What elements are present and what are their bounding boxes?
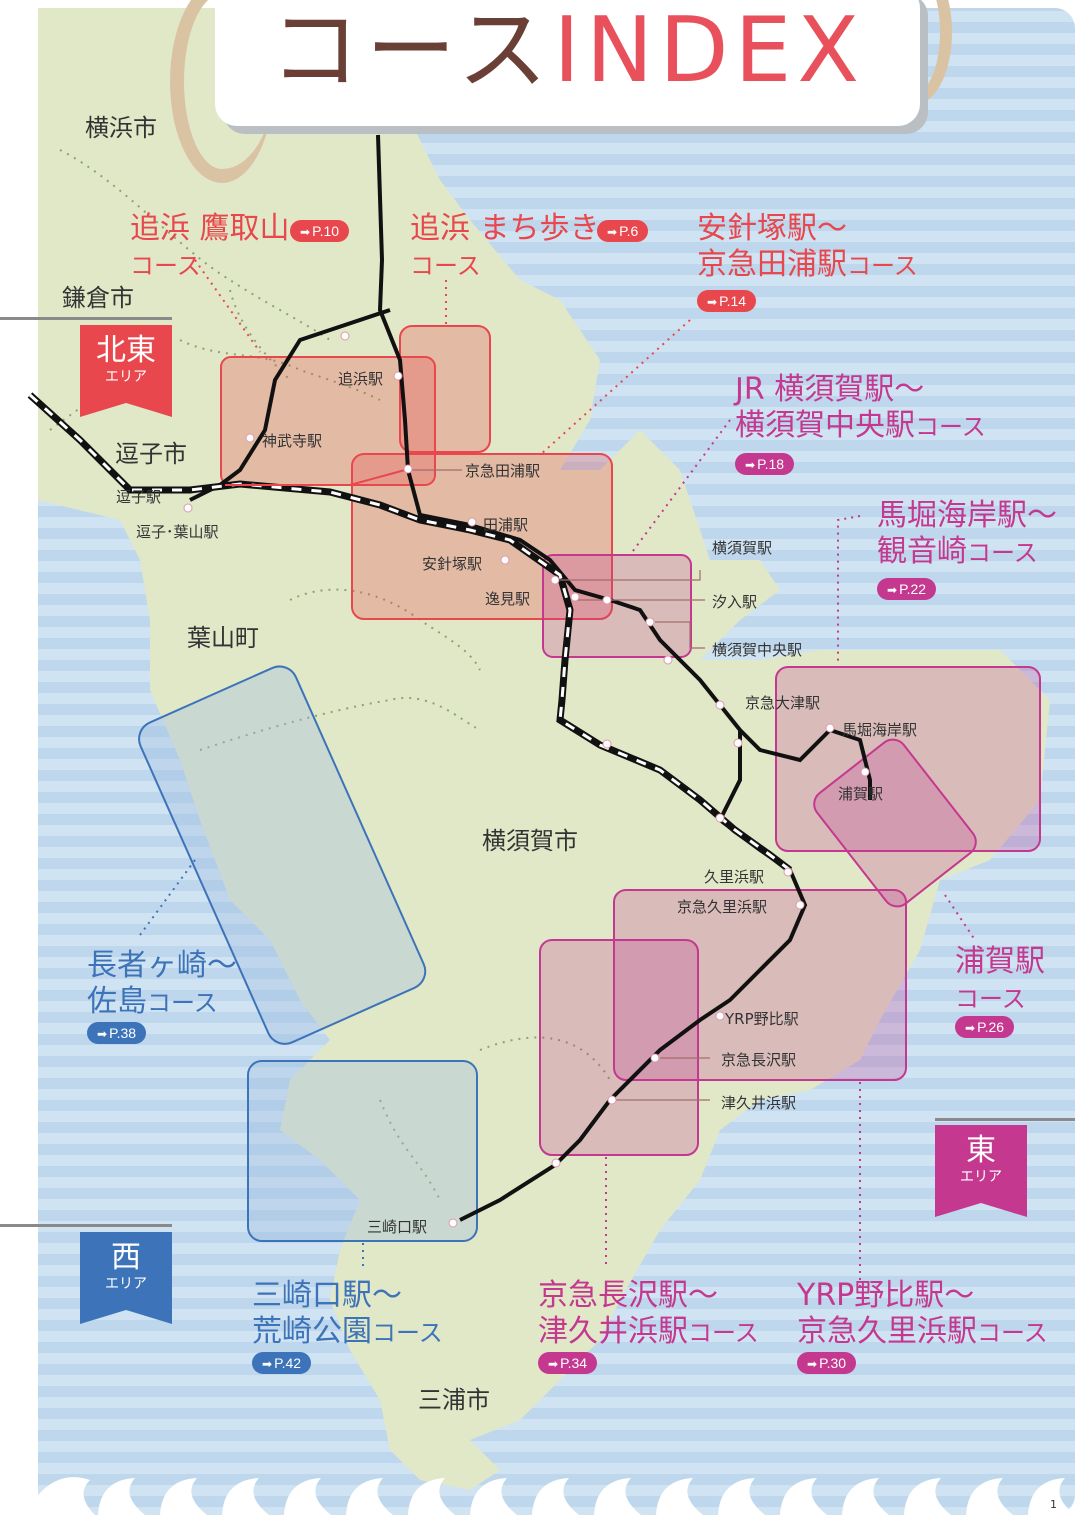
course-nagasawa-label[interactable]: 京急長沢駅～津久井浜駅コース [538,1278,759,1349]
station-zushi: 逗子駅 [116,488,162,506]
area-badge-northeast-bg [80,325,172,417]
city-miura: 三浦市 [418,1386,490,1414]
station-taura-keikyu: 京急田浦駅 [465,462,541,480]
station-yrp: YRP野比駅 [725,1010,799,1028]
page-link-yrp[interactable]: ➡P.30 [797,1352,857,1374]
station-uraga: 浦賀駅 [838,785,884,803]
course-takatoriyama-label[interactable]: 追浜 鷹取山コース [130,211,290,280]
area-badge-west: 西 エリア [105,1240,147,1292]
station-misakiguchi: 三崎口駅 [367,1218,428,1236]
station-nagasawa: 京急長沢駅 [721,1051,797,1069]
divider-northeast [0,317,172,320]
area-badge-east: 東 エリア [960,1133,1002,1185]
station-yokosuka: 横須賀駅 [712,539,773,557]
land-main [38,8,1050,1440]
course-yrp-label[interactable]: YRP野比駅～京急久里浜駅コース [797,1278,1048,1349]
page-title: コースINDEX [269,0,866,103]
station-otsu: 京急大津駅 [745,694,821,712]
box-oppama-walk [399,325,491,453]
course-misakiguchi-label[interactable]: 三崎口駅～荒崎公園コース [252,1278,443,1349]
station-jimmuji: 神武寺駅 [262,432,323,450]
station-oppama: 追浜駅 [338,370,384,388]
box-misakiguchi [247,1060,478,1242]
station-kurihama-keikyu: 京急久里浜駅 [677,898,768,916]
course-oppama-walk-label[interactable]: 追浜 まち歩きコース [410,211,600,280]
page-link-chojagasaki[interactable]: ➡P.38 [87,1022,147,1044]
course-anjinzuka-label[interactable]: 安針塚駅～京急田浦駅コース [697,211,918,282]
station-yokosuka-chuo: 横須賀中央駅 [712,641,803,659]
station-maborikaigan: 馬堀海岸駅 [842,721,918,739]
page-link-uraga[interactable]: ➡P.26 [955,1016,1015,1038]
course-jr-yokosuka-label[interactable]: JR 横須賀駅～横須賀中央駅コース [735,372,986,443]
box-uraga [813,738,977,908]
page-link-jr-yokosuka[interactable]: ➡P.18 [735,453,795,475]
divider-east [935,1118,1075,1121]
station-shioiri: 汐入駅 [712,593,758,611]
title-banner: コースINDEX [215,0,920,126]
station-zushi-hayama: 逗子･葉山駅 [136,523,219,541]
page-link-misakiguchi[interactable]: ➡P.42 [252,1352,312,1374]
course-maborikaigan-label[interactable]: 馬堀海岸駅～観音崎コース [877,498,1057,569]
page-link-anjinzuka[interactable]: ➡P.14 [697,290,757,312]
station-anjinzuka: 安針塚駅 [422,555,483,573]
station-hemi: 逸見駅 [485,590,531,608]
page-link-nagasawa[interactable]: ➡P.34 [538,1352,598,1374]
page-number: 1 [1050,1498,1057,1511]
wave-border [38,1477,1075,1515]
course-uraga-label[interactable]: 浦賀駅コース [955,944,1045,1013]
box-chojagasaki [138,665,427,1045]
station-taura: 田浦駅 [483,516,529,534]
box-maborikaigan [775,666,1041,852]
divider-west [0,1224,172,1227]
city-zushi: 逗子市 [115,440,187,468]
page-link-takatoriyama[interactable]: ➡P.10 [290,220,350,242]
area-badge-west-bg [80,1232,172,1324]
box-nagasawa [539,939,699,1156]
city-yokohama: 横浜市 [85,114,157,142]
station-tsukui: 津久井浜駅 [721,1094,797,1112]
area-badge-east-bg [935,1125,1027,1217]
box-yrp [613,889,907,1081]
page-link-oppama-walk[interactable]: ➡P.6 [597,220,649,242]
page-link-maborikaigan[interactable]: ➡P.22 [877,578,937,600]
city-hayama: 葉山町 [187,624,259,652]
area-badge-northeast: 北東 エリア [96,333,156,385]
station-kurihama: 久里浜駅 [704,868,765,886]
city-yokosuka: 横須賀市 [482,827,578,855]
city-kamakura: 鎌倉市 [62,284,134,312]
land-south [380,1400,500,1490]
course-chojagasaki-label[interactable]: 長者ヶ崎～佐島コース [87,948,237,1019]
